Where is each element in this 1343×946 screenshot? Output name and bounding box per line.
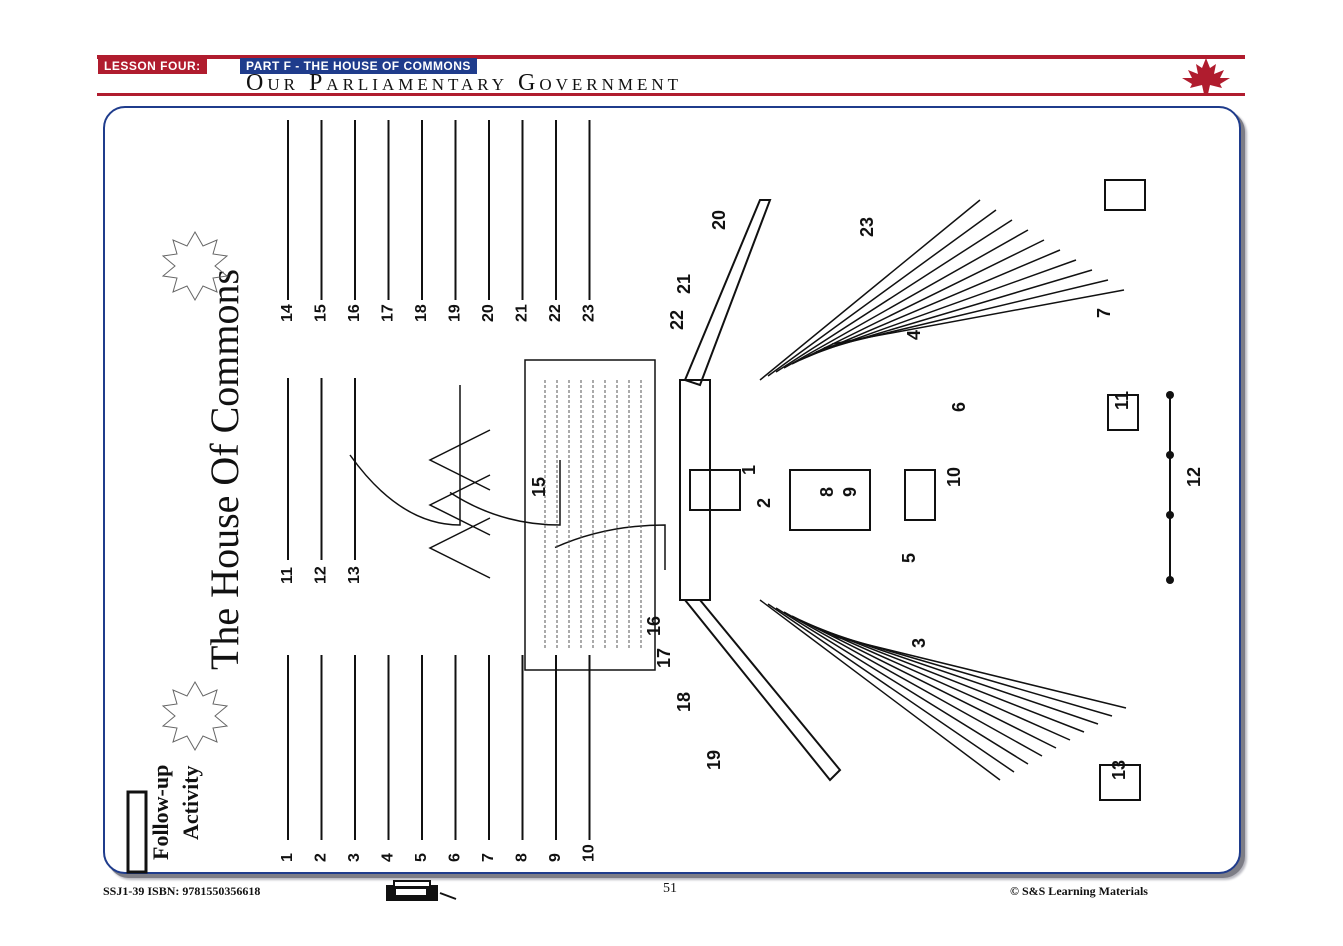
diagram-label-17: 17 (654, 648, 674, 668)
bar-post (1166, 451, 1174, 459)
diagram-label-2: 2 (754, 498, 774, 508)
blank-number-8: 8 (514, 853, 531, 862)
government-bench-row (759, 199, 981, 381)
printer-icon[interactable] (384, 879, 460, 903)
diagram-label-22: 22 (667, 310, 687, 330)
blank-number-9: 9 (547, 853, 564, 862)
blank-number-20: 20 (480, 304, 497, 322)
blank-number-7: 7 (480, 853, 497, 862)
press-gallery-bar (679, 379, 711, 601)
activity-label-line2: Activity (178, 765, 203, 840)
blank-number-23: 23 (581, 304, 598, 322)
diagram-label-9: 9 (840, 487, 860, 497)
diagram-label-6: 6 (949, 402, 969, 412)
gallery-arch (554, 524, 666, 570)
blank-number-12: 12 (313, 566, 330, 584)
blank-number-1: 1 (279, 853, 296, 862)
government-bench-row (799, 249, 1061, 361)
maple-leaf-icon (1182, 58, 1230, 94)
gallery-arch (349, 385, 461, 526)
public-gallery (524, 359, 656, 671)
diagram-label-23: 23 (857, 217, 877, 237)
maple-leaf-icon (161, 230, 229, 302)
government-bench-row (783, 229, 1029, 369)
gallery-arch (449, 460, 561, 526)
diagram-label-5: 5 (899, 553, 919, 563)
diagram-label-3: 3 (909, 638, 929, 648)
diagram-label-16: 16 (644, 616, 664, 636)
blank-number-22: 22 (547, 304, 564, 322)
diagram-label-12: 12 (1184, 467, 1204, 487)
side-gallery-right (683, 199, 772, 387)
diagram-label-10: 10 (944, 467, 964, 487)
diagram-label-21: 21 (674, 274, 694, 294)
blank-number-4: 4 (380, 853, 397, 862)
government-bench-row (767, 209, 997, 377)
sergeant-chair (1107, 394, 1139, 431)
diagram-label-1: 1 (739, 465, 759, 475)
diagram-label-20: 20 (709, 210, 729, 230)
government-bench-row (831, 289, 1125, 345)
blank-number-11: 11 (279, 567, 296, 584)
page-number: 51 (663, 881, 677, 896)
blank-number-5: 5 (413, 853, 430, 862)
blank-number-13: 13 (346, 566, 363, 584)
lesson-badge: LESSON FOUR: (98, 58, 207, 74)
clerks-table (789, 469, 871, 531)
blank-number-18: 18 (413, 304, 430, 322)
footer-code: SSJ1-39 ISBN: 9781550356618 (103, 884, 261, 898)
chair-top-right (1104, 179, 1146, 211)
blank-number-14: 14 (279, 304, 296, 322)
header-bottom-rule (97, 93, 1245, 96)
activity-box-icon (126, 790, 148, 874)
diagram-label-4: 4 (904, 330, 924, 340)
maple-leaf-icon (161, 680, 229, 752)
opposition-bench-row (791, 615, 1057, 749)
gothic-arch (428, 517, 491, 579)
blank-number-2: 2 (313, 853, 330, 862)
blank-number-21: 21 (514, 304, 531, 322)
blank-number-17: 17 (380, 304, 397, 322)
speaker-chair (689, 469, 741, 511)
activity-label-line1: Follow-up (148, 765, 173, 860)
footer-copyright: © S&S Learning Materials (1010, 884, 1148, 898)
opposition-bench-row (783, 611, 1043, 757)
header-top-rule (97, 55, 1245, 59)
diagram-label-19: 19 (704, 750, 724, 770)
worksheet-title: The House Of Commons (202, 269, 247, 670)
opposition-bench-row (767, 603, 1015, 773)
bar-post (1166, 576, 1174, 584)
opposition-bench-row (759, 599, 1001, 781)
diagram-label-18: 18 (674, 692, 694, 712)
side-gallery-left (682, 599, 842, 782)
government-bench-row (775, 219, 1013, 373)
page-title: Our Parliamentary Government (246, 70, 683, 96)
blank-number-6: 6 (447, 853, 464, 862)
opposition-bench-row (831, 635, 1127, 709)
blank-number-19: 19 (447, 304, 464, 322)
government-bench-row (791, 239, 1045, 365)
blank-number-16: 16 (346, 304, 363, 322)
opposition-bench-row (799, 619, 1071, 741)
diagram-label-11: 11 (1112, 391, 1132, 410)
opposition-bench-row (775, 607, 1029, 765)
diagram-label-8: 8 (817, 487, 837, 497)
blank-number-10: 10 (581, 844, 598, 862)
gothic-arch (428, 474, 491, 536)
chair-13 (1099, 764, 1141, 801)
diagram-label-15: 15 (529, 477, 549, 497)
blank-number-15: 15 (313, 304, 330, 322)
part-badge: PART F - THE HOUSE OF COMMONS (240, 58, 477, 74)
gothic-arch (428, 429, 491, 491)
mace-table (904, 469, 936, 521)
bar-post (1166, 391, 1174, 399)
bar-post (1166, 511, 1174, 519)
diagram-label-7: 7 (1094, 308, 1114, 318)
blank-number-3: 3 (346, 853, 363, 862)
diagram-label-13: 13 (1109, 760, 1129, 780)
